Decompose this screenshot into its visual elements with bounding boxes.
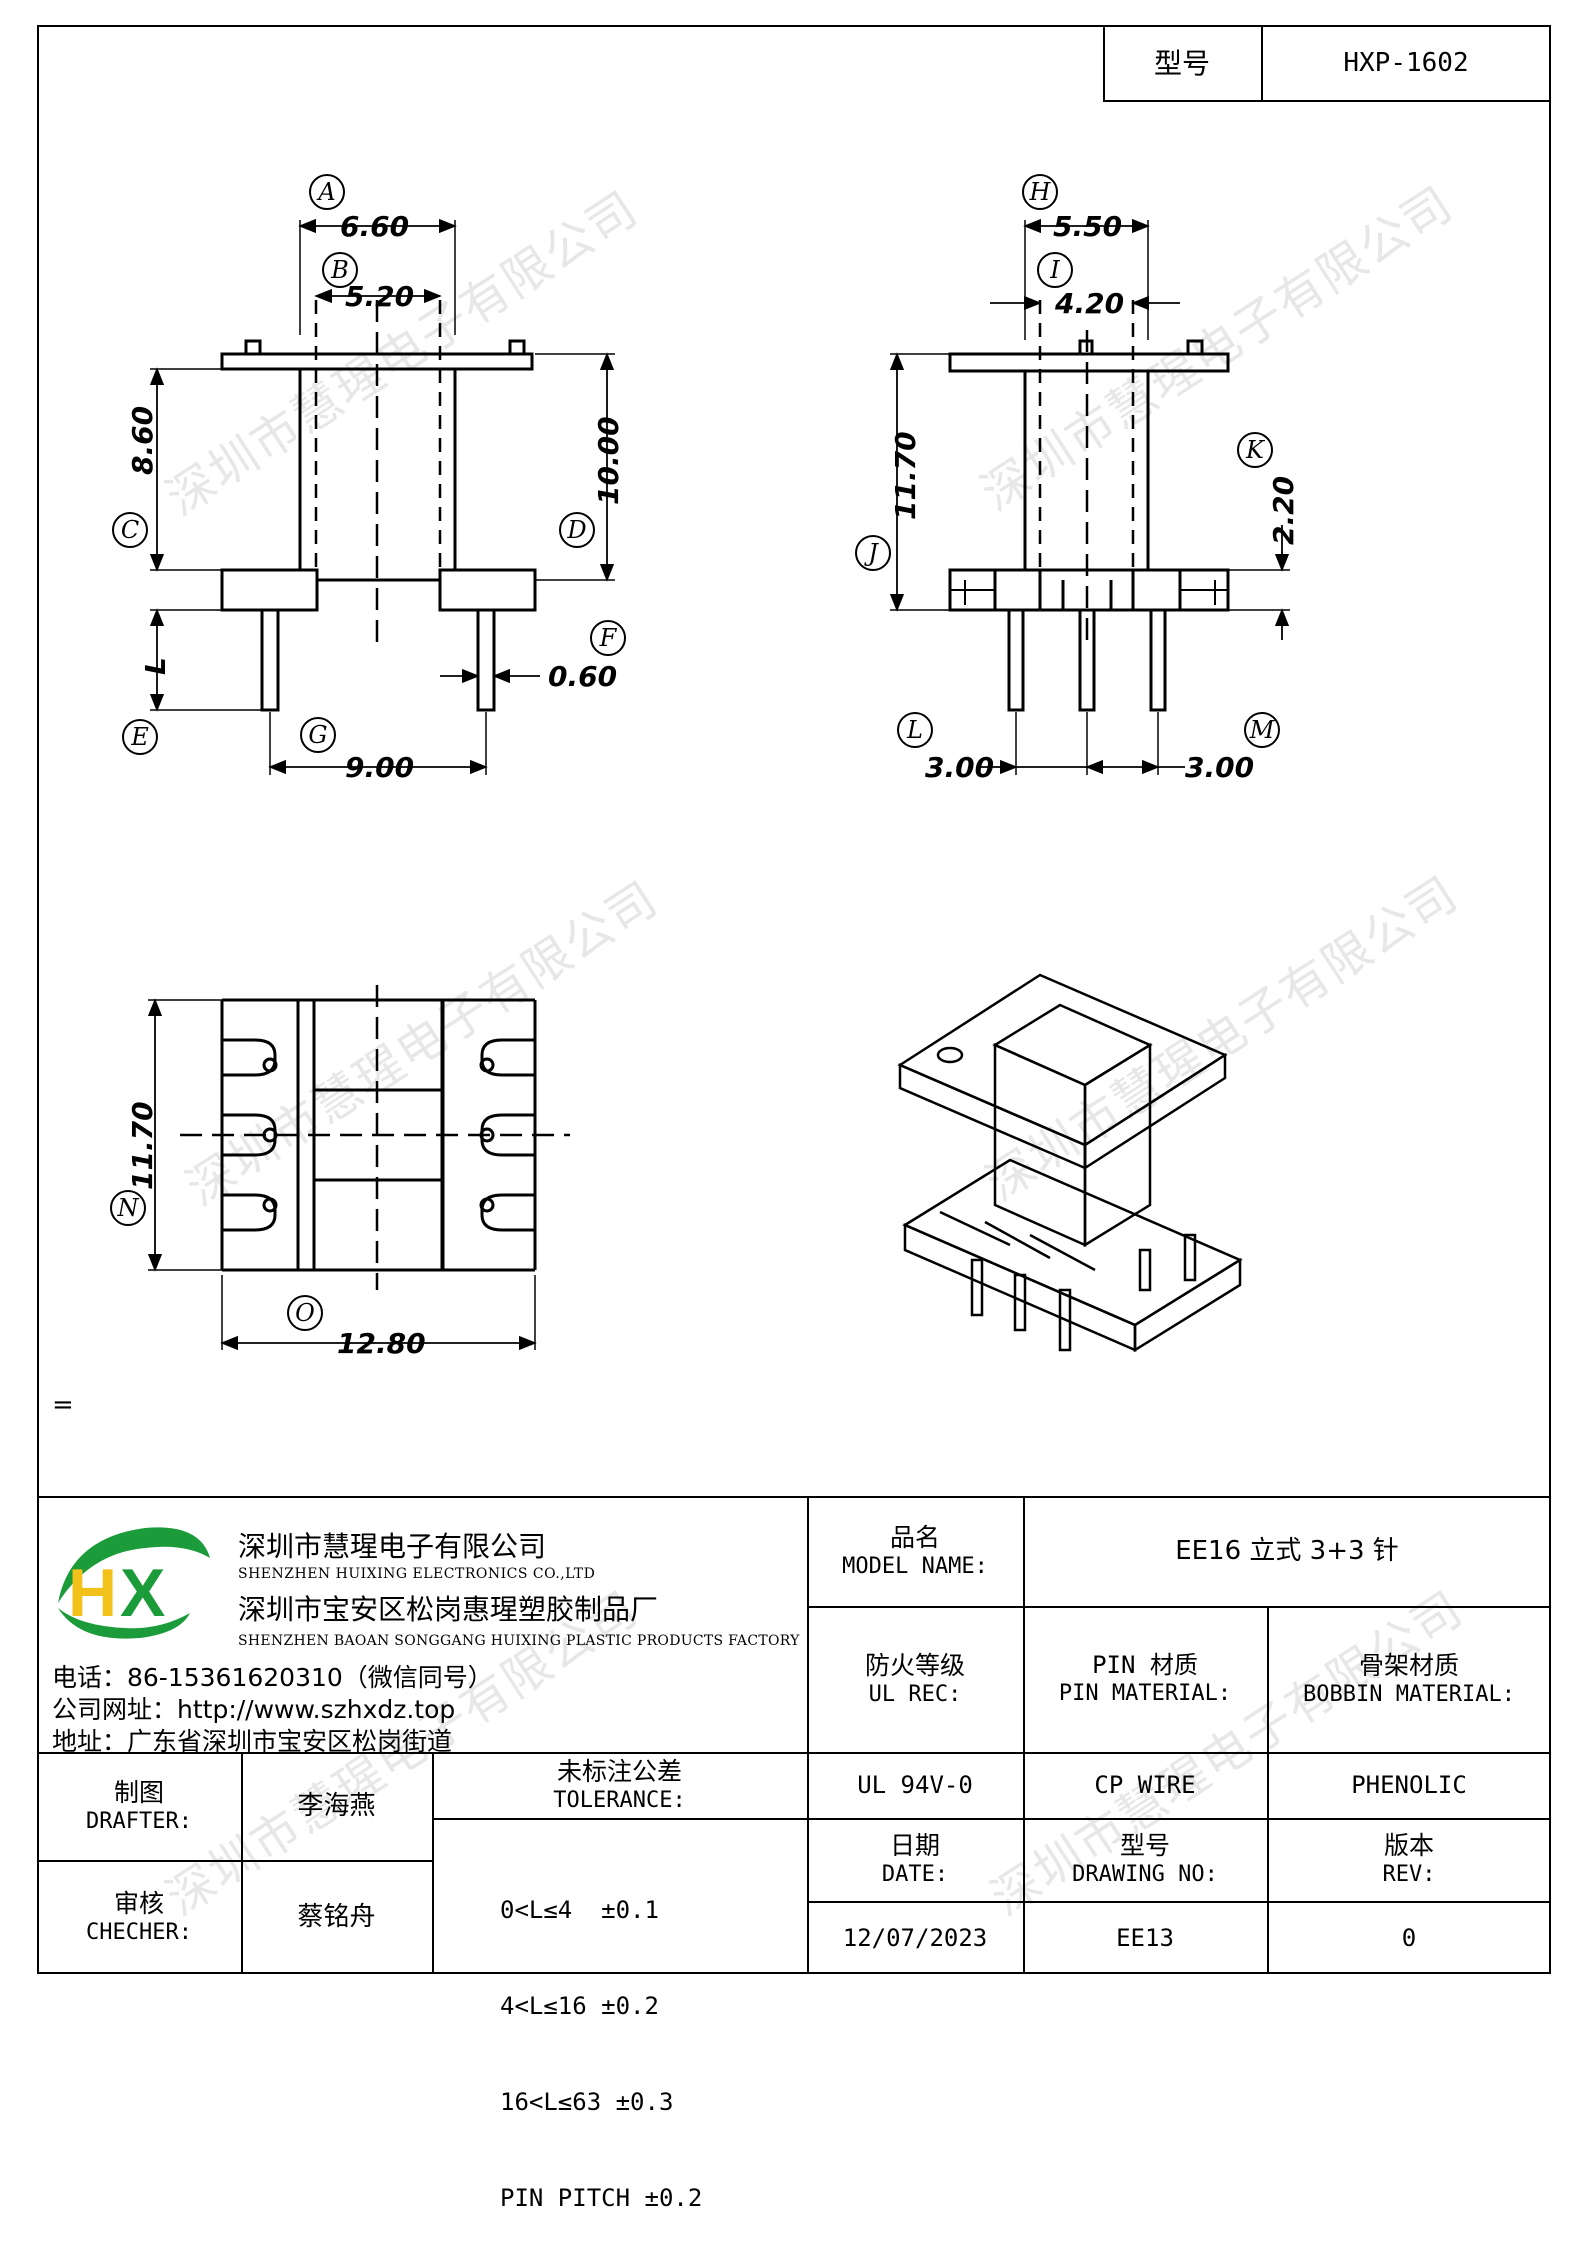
dim-b: 5.20	[345, 280, 414, 313]
checker-en: CHECHER:	[86, 1919, 192, 1945]
svg-text:L: L	[906, 716, 923, 744]
dim-n: 11.70	[126, 1101, 159, 1190]
dim-l: 3.00	[925, 751, 994, 784]
rev-value: 0	[1401, 1923, 1417, 1952]
tolerance-row: 16<L≤63 ±0.3	[500, 2088, 674, 2116]
rev-en: REV:	[1382, 1862, 1436, 1888]
svg-text:I: I	[1049, 256, 1060, 284]
dim-g: 9.00	[345, 751, 414, 784]
date-label: 日期 DATE:	[807, 1818, 1023, 1901]
svg-text:O: O	[295, 1299, 315, 1327]
company-name-cn: 深圳市慧瑆电子有限公司	[238, 1530, 547, 1563]
svg-text:D: D	[566, 516, 586, 544]
front-view	[149, 218, 615, 775]
svg-text:J: J	[863, 539, 879, 567]
dim-o: 12.80	[337, 1327, 426, 1360]
date-value: 12/07/2023	[842, 1923, 988, 1952]
model-name-value: EE16 立式 3+3 针	[1175, 1535, 1399, 1566]
svg-text:N: N	[117, 1194, 140, 1222]
checker-value: 蔡铭舟	[297, 1901, 376, 1932]
rev-label: 版本 REV:	[1267, 1818, 1551, 1901]
company-website: 公司网址：http://www.szhxdz.top	[52, 1695, 456, 1724]
model-name-cn: 品名	[889, 1522, 940, 1552]
bobbin-material-value: PHENOLIC	[1351, 1771, 1467, 1799]
drawing-no-label: 型号 DRAWING NO:	[1023, 1818, 1267, 1901]
tolerance-cn: 未标注公差	[556, 1756, 682, 1786]
bobbin-material-cn: 骨架材质	[1358, 1650, 1459, 1680]
factory-name-en: SHENZHEN BAOAN SONGGANG HUIXING PLASTIC …	[238, 1633, 800, 1649]
tolerance-row: 0<L≤4 ±0.1	[500, 1896, 659, 1924]
drafter-cn: 制图	[113, 1777, 164, 1807]
svg-text:K: K	[1245, 436, 1266, 464]
bobbin-material-label: 骨架材质 BOBBIN MATERIAL:	[1267, 1606, 1551, 1752]
model-label: 型号	[1153, 47, 1210, 80]
svg-text:X: X	[120, 1555, 165, 1631]
svg-text:E: E	[130, 723, 149, 751]
tolerance-en: TOLERANCE:	[553, 1787, 686, 1813]
factory-name-cn: 深圳市宝安区松岗惠瑆塑胶制品厂	[238, 1593, 659, 1626]
drawing-frame	[37, 25, 1551, 1974]
model-name-label: 品名 MODEL NAME:	[807, 1496, 1023, 1606]
dim-f: 0.60	[548, 660, 617, 693]
ul-rec-cn: 防火等级	[864, 1650, 965, 1680]
company-address: 地址：广东省深圳市宝安区松岗街道	[52, 1727, 453, 1756]
dim-i: 4.20	[1054, 287, 1124, 320]
checker-label: 审核 CHECHER:	[37, 1860, 241, 1974]
tolerance-row: PIN PITCH ±0.2	[500, 2184, 703, 2212]
model-name-en: MODEL NAME:	[842, 1553, 988, 1579]
svg-text:A: A	[316, 178, 335, 206]
company-phone: 电话：86-15361620310（微信同号）	[52, 1663, 493, 1692]
svg-text:B: B	[330, 256, 349, 284]
side-view	[889, 218, 1290, 775]
model-box	[1103, 25, 1551, 102]
tolerance-label: 未标注公差 TOLERANCE:	[432, 1752, 807, 1818]
drawing-no-en: DRAWING NO:	[1072, 1862, 1218, 1888]
drafter-label: 制图 DRAFTER:	[37, 1752, 241, 1860]
dim-k: 2.20	[1267, 476, 1300, 545]
svg-text:H: H	[1029, 178, 1052, 206]
dim-a: 6.60	[340, 210, 409, 243]
title-block-top	[37, 1496, 1551, 1498]
svg-text:F: F	[599, 624, 618, 652]
drawing-no-value: EE13	[1116, 1923, 1174, 1952]
technical-drawing: 6.60 5.20 8.60 10.00 L 0.60 9.00 5.50 4.…	[110, 174, 1300, 1360]
date-cn: 日期	[889, 1831, 940, 1861]
drafter-value: 李海燕	[297, 1790, 376, 1821]
dim-c: 8.60	[126, 406, 159, 475]
pin-material-cn: PIN 材质	[1092, 1651, 1198, 1680]
company-name-en: SHENZHEN HUIXING ELECTRONICS CO.,LTD	[238, 1566, 596, 1582]
pin-material-value: CP WIRE	[1094, 1771, 1196, 1799]
ul-rec-en: UL REC:	[868, 1681, 962, 1707]
svg-text:H: H	[68, 1555, 117, 1631]
tolerance-list: 0<L≤4 ±0.1 4<L≤16 ±0.2 16<L≤63 ±0.3 PIN …	[500, 1830, 800, 2246]
dim-h: 5.50	[1053, 210, 1122, 243]
model-box-divider	[1261, 25, 1263, 102]
svg-text:C: C	[121, 516, 139, 544]
note-mark: =	[52, 1390, 74, 1420]
dim-d: 10.00	[592, 416, 625, 505]
checker-cn: 审核	[113, 1888, 164, 1918]
drawing-no-cn: 型号	[1119, 1831, 1170, 1861]
company-logo: H X	[58, 1527, 210, 1639]
pin-material-en: PIN MATERIAL:	[1058, 1681, 1232, 1707]
ul-rec-value: UL 94V-0	[857, 1771, 973, 1799]
pin-material-label: PIN 材质 PIN MATERIAL:	[1023, 1606, 1267, 1752]
rev-cn: 版本	[1383, 1831, 1434, 1861]
svg-text:G: G	[308, 721, 327, 749]
bottom-view	[147, 985, 570, 1351]
model-value: HXP-1602	[1343, 48, 1469, 79]
drafter-en: DRAFTER:	[86, 1808, 192, 1834]
tolerance-row: 4<L≤16 ±0.2	[500, 1992, 659, 2020]
bobbin-material-en: BOBBIN MATERIAL:	[1303, 1681, 1515, 1707]
ul-rec-label: 防火等级 UL REC:	[807, 1606, 1023, 1752]
dim-j: 11.70	[889, 431, 922, 520]
svg-text:M: M	[1249, 716, 1276, 744]
dim-m: 3.00	[1185, 751, 1254, 784]
date-en: DATE:	[881, 1862, 949, 1888]
isometric-view	[897, 973, 1243, 1353]
dim-e: L	[139, 657, 172, 675]
